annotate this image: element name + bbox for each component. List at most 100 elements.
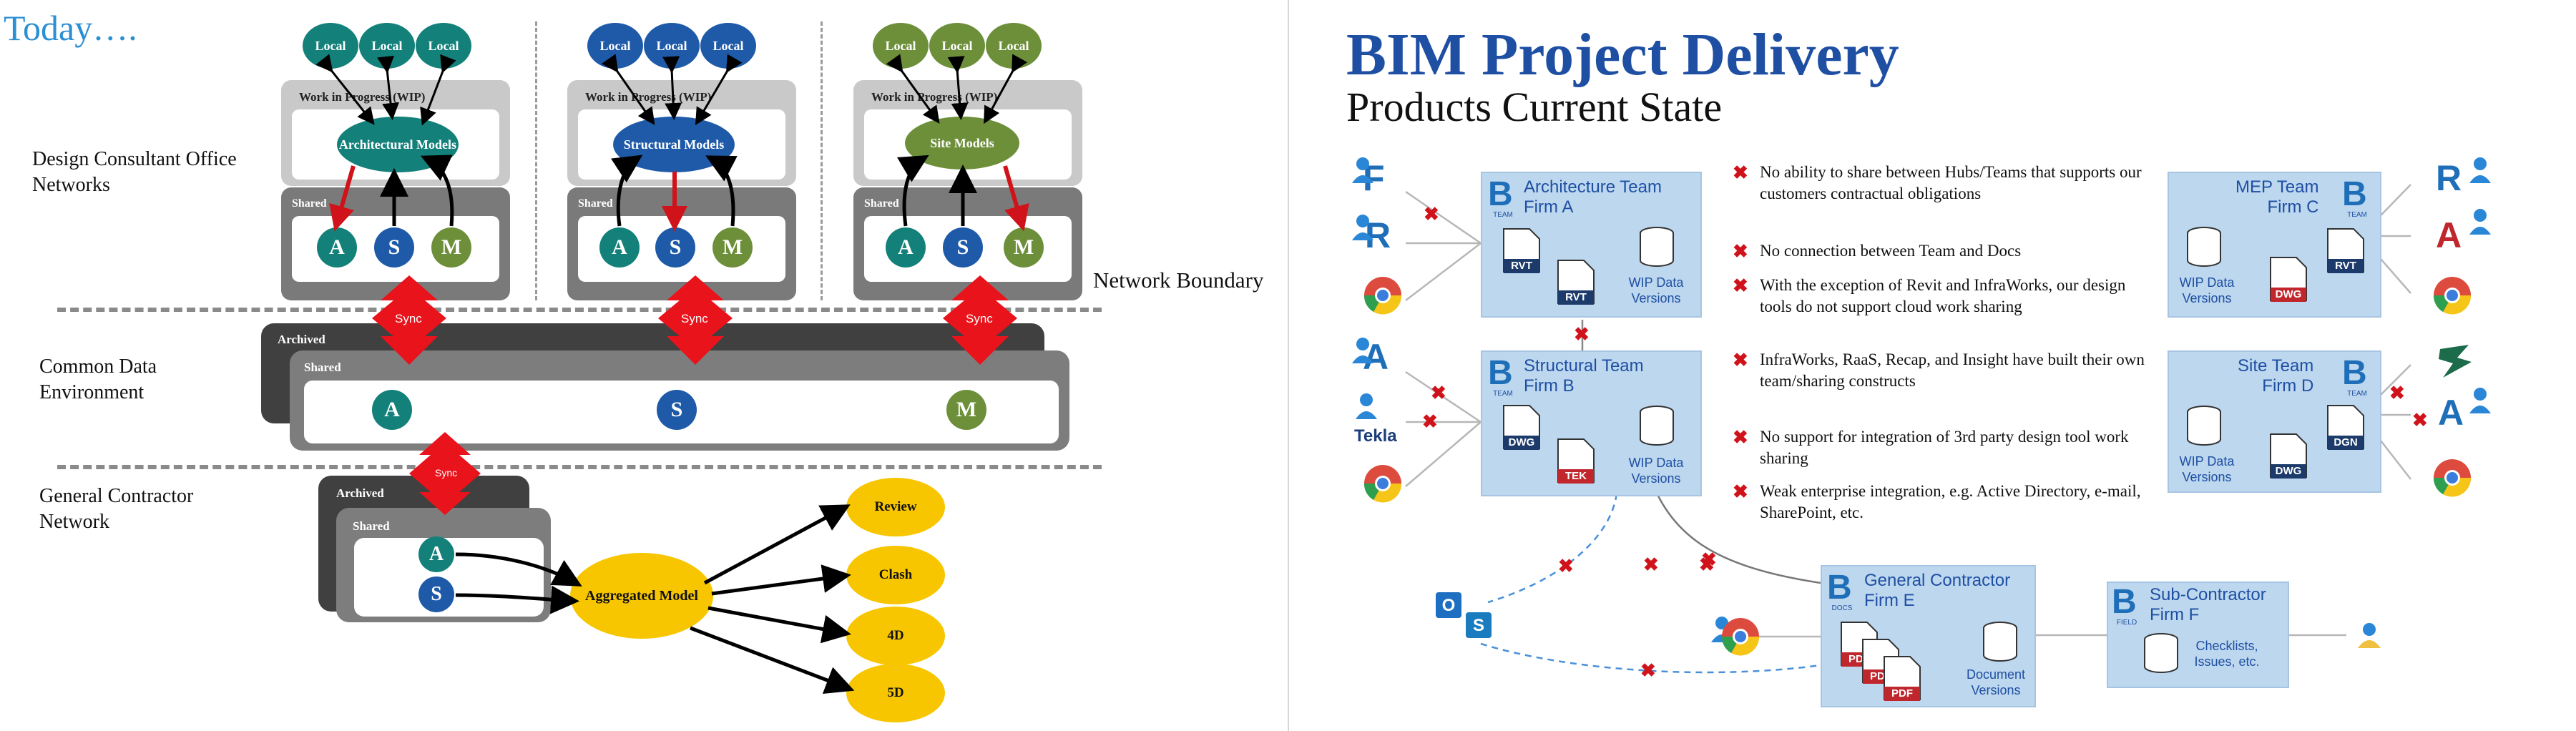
x-mark: ✖ [1733, 240, 1748, 262]
bullet-2: No connection between Team and Docs [1760, 242, 2022, 260]
outlook-sharepoint-icon: O S [1436, 592, 1492, 638]
cde-m: M [946, 390, 986, 430]
network-boundary-line [57, 308, 1102, 312]
cde-archived-title: Archived [278, 333, 325, 346]
gc-network-label: General Contractor Network [39, 485, 194, 533]
design-consultant-label: Design Consultant Office Networks [32, 148, 237, 196]
chrome-icon [1363, 465, 1402, 503]
x-mark: ✖ [1422, 411, 1438, 432]
sync-label: Sync [435, 467, 458, 479]
bullet-3: With the exception of Revit and InfraWor… [1760, 276, 2126, 315]
dwg-file-icon: DWG [1502, 404, 1541, 450]
shared-m: M [1004, 227, 1044, 268]
site-models: Site Models [905, 117, 1019, 170]
autocad-app-icon: A [2436, 215, 2462, 255]
shared-a: A [317, 227, 357, 268]
gc-shared-title: Shared [353, 519, 390, 533]
svg-text:O: O [1442, 596, 1456, 615]
bullet-5: No support for integration of 3rd party … [1760, 428, 2129, 467]
user-icon [2469, 209, 2491, 235]
sub-contractor-box[interactable] [2107, 582, 2289, 688]
civil3d-icon [2439, 345, 2472, 378]
chrome-icon [1721, 618, 1760, 656]
left-connectors [315, 54, 1029, 694]
gc-a: A [418, 536, 454, 572]
user-icon [2358, 623, 2381, 648]
bullet-6: Weak enterprise integration, e.g. Active… [1760, 482, 2141, 521]
database-icon [2187, 406, 2221, 446]
today-heading: Today…. [4, 8, 137, 48]
output-4d: 4D [846, 607, 945, 665]
panel-divider [1288, 0, 1289, 731]
rvt-file-icon: RVT [1557, 259, 1595, 305]
bim-title: BIM Project Delivery [1346, 21, 1899, 88]
x-mark: ✖ [2412, 409, 2428, 431]
svg-text:S: S [1473, 616, 1484, 635]
user-icon [1356, 393, 1377, 419]
cde-boundary-line [57, 465, 1102, 469]
shared-a: A [886, 227, 926, 268]
database-icon [1983, 622, 2017, 662]
network-boundary-label: Network Boundary [1093, 268, 1264, 293]
x-mark: ✖ [1699, 554, 1715, 575]
autocad-app-icon: A [2438, 393, 2464, 433]
tekla-logo: Tekla [1354, 426, 1397, 446]
rvt-file-icon: RVT [1502, 227, 1541, 273]
left-panel: Today…. Design Consultant Office Network… [4, 8, 1264, 722]
x-mark: ✖ [1574, 323, 1590, 345]
shared-s: S [374, 227, 414, 268]
shared-title: Shared [292, 197, 327, 210]
sync-label: Sync [681, 312, 708, 325]
database-icon [1640, 406, 1674, 446]
dwg-file-icon: DWG [2269, 256, 2308, 302]
bim-subtitle: Products Current State [1346, 84, 1723, 130]
x-mark: ✖ [1558, 555, 1574, 577]
wip-data-versions: WIP Data Versions [2179, 275, 2235, 305]
shared-m: M [712, 227, 753, 268]
x-mark: ✖ [1733, 162, 1748, 183]
user-icon [1352, 215, 1373, 240]
x-mark: ✖ [1733, 275, 1748, 296]
shared-s: S [943, 227, 983, 268]
cde-shared-title: Shared [304, 360, 341, 374]
output-clash: Clash [846, 546, 945, 604]
x-mark: ✖ [1733, 349, 1748, 371]
shared-title: Shared [578, 197, 613, 210]
rvt-file-icon: RVT [2326, 227, 2365, 273]
checklists-text: Checklists, Issues, etc. [2194, 639, 2260, 669]
database-icon [2144, 633, 2178, 673]
x-mark: ✖ [1701, 549, 1717, 570]
user-icon [2469, 388, 2491, 413]
sync-label: Sync [395, 312, 422, 325]
x-mark: ✖ [1431, 382, 1446, 403]
chrome-icon [2433, 277, 2472, 315]
database-icon [1640, 227, 1674, 267]
bullet-4: InfraWorks, RaaS, Recap, and Insight hav… [1760, 350, 2145, 390]
x-mark: ✖ [1424, 203, 1439, 225]
revit-app-icon: R [2436, 158, 2462, 198]
user-icon [1352, 157, 1373, 183]
shared-m: M [431, 227, 471, 268]
bullet-1: No ability to share between Hubs/Teams t… [1760, 163, 2142, 202]
gc-s: S [418, 577, 454, 612]
tek-file-icon: TEK [1557, 438, 1595, 484]
chrome-icon [1363, 277, 1402, 315]
wip-data-versions: WIP Data Versions [1628, 456, 1684, 486]
office-divider-2 [821, 21, 823, 300]
user-icon [2469, 157, 2491, 183]
cde-s: S [657, 390, 697, 430]
gc-archived-title: Archived [336, 486, 384, 500]
wip-data-versions: WIP Data Versions [2179, 454, 2235, 484]
output-5d: 5D [846, 664, 945, 722]
dgn-file-icon: DGN [2326, 404, 2365, 450]
x-mark: ✖ [1643, 554, 1659, 575]
wip-data-versions: WIP Data Versions [1628, 275, 1684, 305]
user-icon [1352, 338, 1373, 363]
